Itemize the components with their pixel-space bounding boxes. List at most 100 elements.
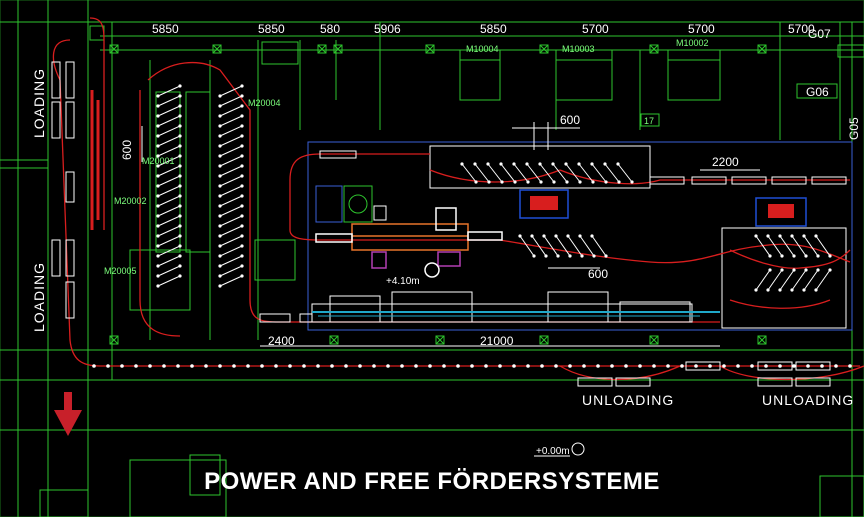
elevation-ground-symbol xyxy=(571,442,585,456)
dim-21000: 21000 xyxy=(480,334,514,348)
rack-node xyxy=(178,244,182,248)
chain-link xyxy=(680,364,684,368)
rack-node xyxy=(754,288,758,292)
hanger-rack xyxy=(531,235,547,257)
hanger-rack xyxy=(219,85,243,97)
process-area-frame xyxy=(307,141,853,331)
rack-node xyxy=(240,174,244,178)
rack-node xyxy=(156,274,160,278)
rack-node xyxy=(816,268,820,272)
rack-node xyxy=(156,214,160,218)
chain-link xyxy=(400,364,404,368)
hanger-rack xyxy=(219,105,243,117)
rack-node xyxy=(156,144,160,148)
rack-node xyxy=(552,180,556,184)
rack-node xyxy=(218,264,222,268)
motor-tag-m10002: M10002 xyxy=(676,38,709,48)
hanger-rack xyxy=(219,135,243,147)
rack-node xyxy=(780,268,784,272)
loading-label-lower: LOADING xyxy=(31,262,47,332)
chain-link xyxy=(540,364,544,368)
hanger-rack xyxy=(578,163,594,183)
chain-link xyxy=(708,364,712,368)
rack-node xyxy=(513,180,517,184)
rack-node xyxy=(156,204,160,208)
hanger-rack xyxy=(555,235,571,257)
hanger-rack xyxy=(157,155,181,167)
hanger-rack xyxy=(219,125,243,137)
rack-node xyxy=(240,274,244,278)
hanger-rack xyxy=(157,175,181,187)
hanger-rack xyxy=(157,265,181,277)
hanger-rack xyxy=(219,225,243,237)
rack-node xyxy=(530,234,534,238)
rack-node xyxy=(512,162,516,166)
chain-link xyxy=(722,364,726,368)
rack-node xyxy=(156,164,160,168)
rack-node xyxy=(532,254,536,258)
rack-node xyxy=(218,114,222,118)
chain-link xyxy=(386,364,390,368)
rack-node xyxy=(790,234,794,238)
chain-link xyxy=(498,364,502,368)
rack-node xyxy=(500,180,504,184)
rack-node xyxy=(539,180,543,184)
dim-2400: 2400 xyxy=(268,334,295,348)
rack-node xyxy=(768,254,772,258)
motor-tag-m20004: M20004 xyxy=(248,98,281,108)
hanger-rack xyxy=(157,195,181,207)
rack-node xyxy=(156,254,160,258)
hanger-rack xyxy=(157,235,181,247)
rack-node xyxy=(617,180,621,184)
rack-node xyxy=(178,164,182,168)
rack-node xyxy=(156,224,160,228)
rack-node xyxy=(754,234,758,238)
hanger-rack xyxy=(157,275,181,287)
hanger-rack xyxy=(219,265,243,277)
hanger-rack xyxy=(513,163,529,183)
top-dimension-labels: 5850 5850 580 5906 5850 5700 5700 5700 xyxy=(152,22,815,36)
rack-node xyxy=(240,114,244,118)
rack-node xyxy=(218,94,222,98)
rack-node xyxy=(178,214,182,218)
rack-node xyxy=(780,254,784,258)
rack-node xyxy=(178,114,182,118)
rack-node xyxy=(240,184,244,188)
rack-node xyxy=(218,204,222,208)
hanger-rack xyxy=(219,175,243,187)
chain-link xyxy=(470,364,474,368)
hanger-rack xyxy=(461,163,477,183)
dimension-markers xyxy=(109,44,767,345)
rack-node xyxy=(156,244,160,248)
hanger-rack xyxy=(539,163,555,183)
hanger-rack xyxy=(219,145,243,157)
rack-node xyxy=(768,268,772,272)
unloading-bay-frame xyxy=(721,227,847,329)
rack-node xyxy=(156,234,160,238)
rack-node xyxy=(218,224,222,228)
dim-top-1: 5850 xyxy=(152,22,179,36)
rack-node xyxy=(240,234,244,238)
hanger-rack xyxy=(219,155,243,167)
track-carriers xyxy=(319,150,847,387)
chain-link xyxy=(176,364,180,368)
chain-link xyxy=(750,364,754,368)
zone-labels: LOADING LOADING UNLOADING UNLOADING xyxy=(31,68,853,408)
rack-node xyxy=(802,288,806,292)
rack-node xyxy=(564,162,568,166)
rack-node xyxy=(604,180,608,184)
hanger-rack xyxy=(779,269,795,291)
rack-node xyxy=(603,162,607,166)
chain-link xyxy=(442,364,446,368)
rack-node xyxy=(538,162,542,166)
rack-node xyxy=(156,154,160,158)
rack-node xyxy=(240,124,244,128)
hanger-rack xyxy=(815,269,831,291)
hanger-rack xyxy=(157,105,181,117)
rack-node xyxy=(778,288,782,292)
rack-node xyxy=(487,180,491,184)
rack-node xyxy=(240,194,244,198)
oven-unit xyxy=(315,207,503,278)
chain-link xyxy=(372,364,376,368)
